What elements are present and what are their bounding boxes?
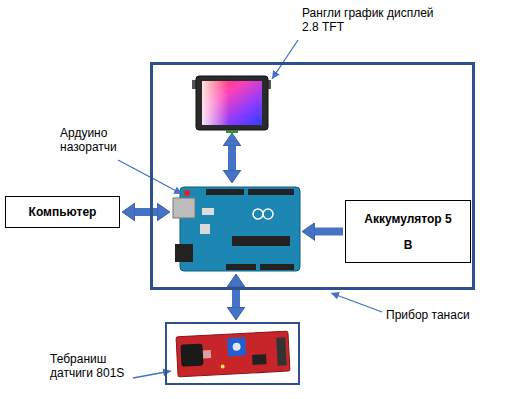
computer-box: Компьютер (5, 196, 120, 228)
leader-line (331, 293, 382, 312)
logo-mark (263, 209, 273, 219)
leader-lines (118, 40, 382, 378)
sensor-chip (252, 354, 267, 365)
block-arrow (135, 208, 157, 216)
sensor-led (221, 364, 225, 368)
pin-header (226, 264, 256, 270)
sensor-lead (203, 350, 211, 358)
potentiometer-knob (232, 343, 240, 351)
pin-header (260, 264, 294, 270)
callout-label: Прибор танаси (386, 308, 496, 322)
logo-mark (253, 209, 263, 219)
board-pcb (180, 187, 300, 271)
node-label: Аккумулятор 5 В (362, 206, 454, 258)
device-body: Прибор танасиРангли график дисплей 2.8 T… (150, 62, 475, 290)
leader-line (272, 40, 298, 79)
block-arrow (315, 228, 343, 236)
sensor-pcb (176, 331, 290, 377)
callout-label: Ардуино назоратчи (60, 126, 132, 154)
reset-button (184, 190, 190, 196)
battery-box: Аккумулятор 5 В (345, 200, 471, 263)
potentiometer (227, 337, 246, 356)
display-connector (226, 130, 238, 133)
capacitor (200, 224, 210, 234)
display-screen (202, 81, 262, 125)
display-frame (196, 76, 268, 130)
sensor-element (180, 344, 203, 367)
pin-header (206, 189, 244, 195)
display-shine (202, 81, 262, 125)
sensor-module: Тебраниш датчиги 801S (165, 322, 300, 385)
display-module: Рангли график дисплей 2.8 TFT (195, 75, 269, 131)
usb-port (173, 198, 195, 218)
arduino-uno-board (173, 187, 300, 271)
power-jack (175, 244, 193, 262)
block-arrow (228, 146, 236, 170)
callout-label: Тебраниш датчиги 801S (50, 352, 130, 380)
crystal (202, 208, 214, 215)
tft-display (192, 76, 271, 133)
arduino-controller: Ардуино назоратчи (172, 185, 300, 272)
callout-label: Рангли график дисплей 2.8 TFT (302, 6, 442, 34)
microcontroller-chip (232, 236, 290, 246)
pin-header (248, 189, 294, 195)
block-arrow (232, 287, 240, 307)
vibration-sensor-801s (176, 331, 290, 377)
sensor-pins (276, 337, 286, 365)
node-label: Компьютер (29, 205, 97, 219)
